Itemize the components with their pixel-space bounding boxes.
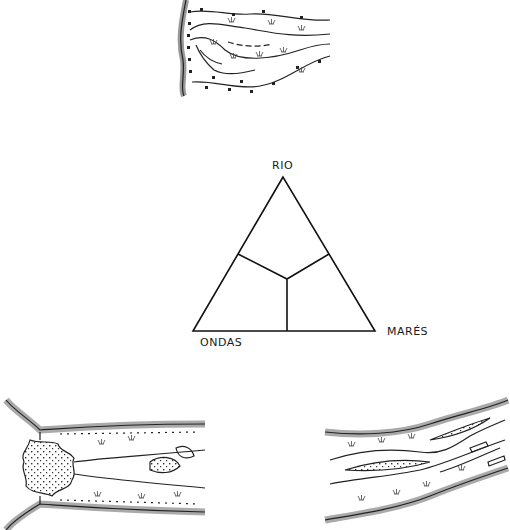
river-delta-sketch — [181, 0, 330, 96]
corner-label: MARÉS — [387, 326, 428, 337]
apex-label: RIO — [272, 160, 293, 171]
ternary-triangle — [193, 177, 375, 331]
corner-label: ONDAS — [200, 337, 242, 348]
wave-delta-sketch — [6, 400, 205, 530]
tide-delta-sketch — [325, 400, 508, 520]
